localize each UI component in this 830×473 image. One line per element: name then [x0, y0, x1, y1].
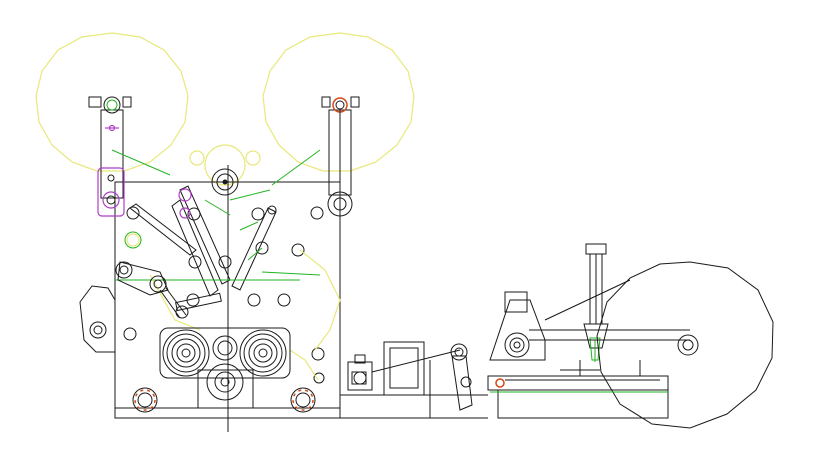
guide-roller-b	[251, 207, 265, 221]
drive-roller-center	[212, 335, 238, 361]
tension-arm-left	[97, 167, 125, 217]
drive-roller-left	[162, 329, 210, 377]
control-box	[383, 341, 425, 396]
guide-roller-f	[291, 243, 305, 257]
left-tensioner	[115, 261, 222, 319]
guide-roller-l	[313, 372, 325, 384]
web-path-yellow	[149, 249, 341, 381]
base-platform	[487, 360, 669, 419]
top-drive-gear	[211, 168, 239, 196]
guide-roller-j	[123, 327, 137, 341]
main-frame	[114, 165, 488, 432]
left-bracket	[79, 285, 116, 353]
guide-roller-d	[188, 255, 202, 269]
spindle-tower	[583, 243, 609, 362]
bottom-wheel-left	[132, 387, 158, 413]
guide-roller-c	[218, 255, 232, 269]
drive-roller-right	[239, 329, 287, 377]
guide-roller-k	[311, 347, 325, 361]
guide-roller-h	[247, 293, 261, 307]
right-upper-pulley	[327, 191, 353, 217]
unwind-roll-right	[262, 32, 415, 172]
rewind-roll-right	[596, 261, 774, 429]
cutter-head	[347, 354, 373, 391]
drive-roller-bottom	[197, 363, 254, 409]
right-roll-arm	[321, 96, 360, 200]
winding-unit	[489, 279, 690, 361]
left-roll-arm	[88, 96, 132, 199]
guide-roller-g	[277, 293, 291, 307]
guide-roller-upper-right	[310, 206, 324, 220]
unwind-roll-left	[35, 32, 189, 172]
pivot-arm	[450, 343, 473, 411]
rewind-core	[677, 334, 699, 356]
idler-roll-yellow-right	[245, 150, 261, 166]
drive-roller-housing	[159, 327, 291, 379]
idler-roll-yellow-center	[204, 144, 246, 186]
web-path-green	[111, 149, 321, 281]
guide-roller-upper-left	[126, 206, 140, 220]
idler-roll-yellow-left	[189, 150, 205, 166]
guide-rail	[371, 349, 461, 373]
bottom-wheel-right	[290, 387, 316, 413]
